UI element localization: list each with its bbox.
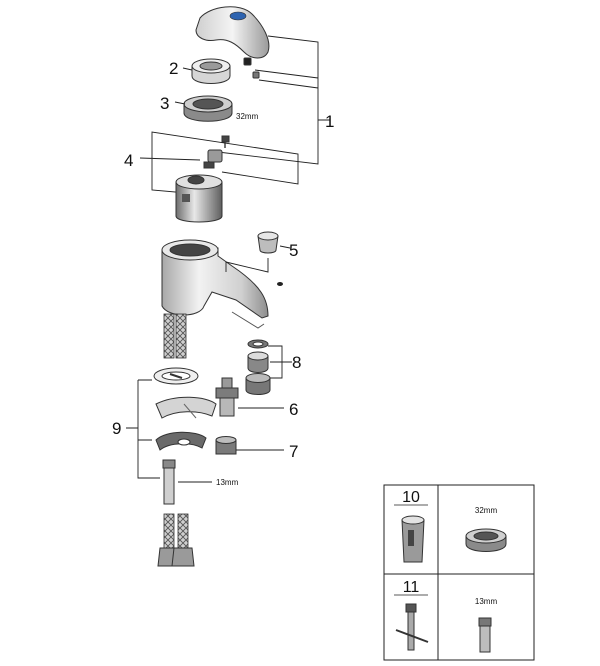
- aerator-washer: [247, 339, 269, 349]
- callout-3-leader: [174, 101, 186, 105]
- flow-valve: [215, 377, 239, 417]
- mixer-body: [161, 239, 283, 329]
- callout-1: 1: [325, 112, 334, 131]
- hex-key-tool-icon: [395, 603, 429, 651]
- cartridge: [175, 174, 223, 223]
- cartridge-tool-icon: [401, 515, 425, 563]
- callout-8: 8: [292, 353, 301, 372]
- callout-5: 5: [289, 241, 298, 260]
- aerator-housing: [245, 373, 271, 395]
- tools-table: 10 11 32mm 13mm: [383, 484, 535, 661]
- callout-7: 7: [289, 442, 298, 461]
- supply-hose-upper: [163, 313, 187, 359]
- cap-ring: [191, 58, 231, 84]
- callout-1-leader: [217, 35, 330, 165]
- nut-32mm-icon: [465, 528, 507, 552]
- nut-size-label: 32mm: [236, 112, 259, 121]
- callout-9-leader: [126, 379, 160, 479]
- fixing-plate: [155, 396, 217, 419]
- small-screw: [221, 135, 230, 148]
- fixing-bracket: [155, 431, 207, 451]
- tool-10-number: 10: [402, 489, 420, 506]
- callout-9: 9: [112, 419, 121, 438]
- socket-13mm-icon: [478, 617, 492, 653]
- callout-2: 2: [169, 59, 178, 78]
- handle-screw: [243, 57, 260, 79]
- fixing-ring: [153, 367, 199, 385]
- callout-3: 3: [160, 94, 169, 113]
- aerator-insert: [247, 351, 269, 373]
- callout-5-leader: [225, 245, 291, 273]
- supply-hose-lower: [157, 513, 195, 567]
- callout-6: 6: [289, 400, 298, 419]
- hex-nut: [215, 436, 237, 455]
- handle-lever: [195, 6, 270, 59]
- threaded-rod: [162, 459, 176, 505]
- cartridge-nut: [183, 95, 233, 122]
- aerator-cap: [257, 231, 279, 254]
- callout-8-leader: [268, 345, 292, 379]
- tool-11-size: 13mm: [475, 597, 498, 606]
- tool-10-size: 32mm: [475, 506, 498, 515]
- adapter-piece: [203, 149, 223, 169]
- wrench-size-label: 13mm: [216, 478, 239, 487]
- tool-11-number: 11: [403, 579, 420, 596]
- callout-4: 4: [124, 151, 133, 170]
- callout-2-leader: [182, 67, 193, 71]
